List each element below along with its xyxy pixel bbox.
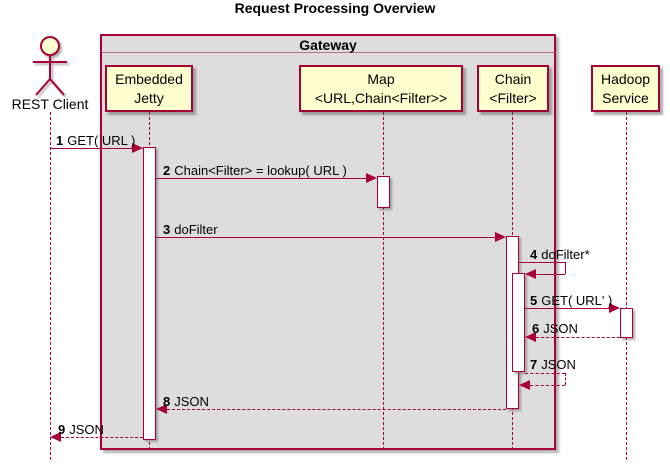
participant-label-line2: <URL,Chain<Filter>> (314, 89, 448, 106)
participant-box-embedded-jetty: Embedded Jetty (105, 65, 193, 112)
message-8-line (167, 409, 506, 410)
message-4-number: 4 (530, 247, 538, 262)
message-3-text: doFilter (174, 222, 218, 237)
message-5-text: GET( URL' ) (541, 293, 613, 308)
message-1-text: GET( URL ) (67, 133, 136, 148)
message-8-number: 8 (163, 394, 171, 409)
message-4-text: doFilter* (541, 247, 590, 262)
message-3-line (156, 237, 496, 238)
participant-box-hadoop-service: Hadoop Service (591, 65, 660, 112)
actor-icon (33, 36, 67, 96)
activation-bar-hadoop-service (620, 308, 633, 338)
participant-label-line1: Map (367, 71, 395, 88)
lifeline-hadoop-service (626, 112, 627, 460)
message-9-line (61, 437, 143, 438)
message-6-text: JSON (543, 321, 578, 336)
message-7-line-out (525, 373, 565, 374)
gateway-frame-separator (101, 52, 555, 53)
message-4-line-down (565, 262, 566, 274)
arrowhead-icon (50, 432, 61, 442)
arrowhead-icon (609, 303, 620, 313)
message-3-number: 3 (163, 222, 171, 237)
message-7-line-back (530, 385, 565, 386)
activation-bar-embedded-jetty (143, 147, 156, 440)
participant-label-line1: Embedded (115, 71, 183, 88)
message-7-text: JSON (541, 357, 576, 372)
message-4-line-back (536, 274, 565, 275)
diagram-title: Request Processing Overview (234, 0, 436, 16)
participant-box-map: Map <URL,Chain<Filter>> (299, 65, 463, 112)
arrowhead-icon (525, 269, 536, 279)
message-6-number: 6 (532, 321, 540, 336)
arrowhead-icon (519, 380, 530, 390)
message-9-number: 9 (58, 422, 66, 437)
arrowhead-icon (132, 143, 143, 153)
arrowhead-icon (525, 332, 536, 342)
lifeline-rest-client (50, 112, 51, 460)
message-1-number: 1 (56, 133, 64, 148)
lifeline-map (383, 112, 384, 450)
message-2-line (156, 178, 367, 179)
message-9-text: JSON (69, 422, 104, 437)
arrowhead-icon (495, 232, 506, 242)
participant-label-line2: Jetty (134, 89, 164, 106)
activation-bar-chain-nested (512, 273, 525, 372)
participant-label-line2: <Filter> (489, 89, 537, 106)
gateway-frame-label: Gateway (299, 37, 357, 53)
message-6-line (536, 337, 620, 338)
participant-box-chain: Chain <Filter> (477, 65, 549, 112)
message-7-line-down (565, 373, 566, 385)
arrowhead-icon (156, 404, 167, 414)
participant-label-line1: Chain (494, 71, 532, 88)
message-7-number: 7 (530, 357, 538, 372)
message-2-number: 2 (163, 163, 171, 178)
message-5-number: 5 (530, 293, 538, 308)
actor-label: REST Client (11, 96, 89, 112)
arrowhead-icon (366, 173, 377, 183)
participant-label-line1: Hadoop (600, 71, 651, 88)
message-5-line (525, 308, 609, 309)
message-8-text: JSON (174, 394, 209, 409)
message-2-text: Chain<Filter> = lookup( URL ) (174, 163, 347, 178)
message-1-line (50, 148, 133, 149)
participant-label-line2: Service (602, 89, 649, 106)
message-4-line-out (518, 262, 565, 263)
activation-bar-map (377, 176, 390, 208)
